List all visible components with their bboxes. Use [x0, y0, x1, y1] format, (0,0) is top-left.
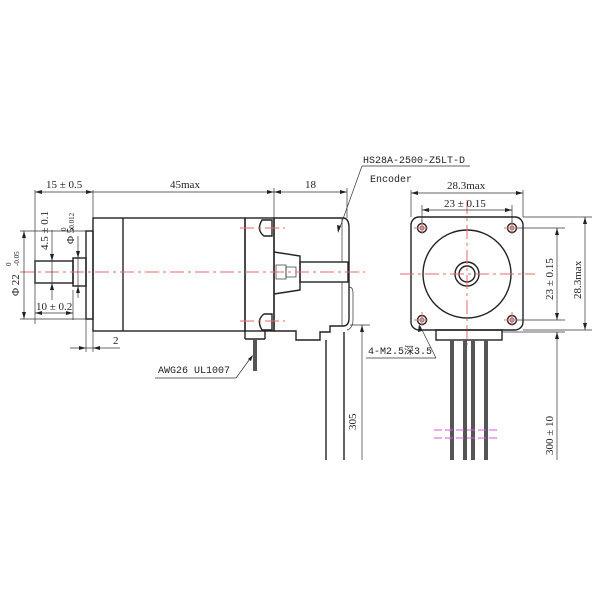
mount-hole-label: 4-M2.5深3.5: [368, 345, 432, 358]
end-lead-wires: [450, 340, 488, 460]
mount-hole-callout: 4-M2.5深3.5: [366, 324, 437, 359]
encoder-label: Encoder: [370, 174, 412, 186]
dim-pilot-height: 2: [70, 319, 120, 352]
end-view: 28.3max 23 ± 0.15 23 ± 0.15 28.3: [366, 180, 592, 460]
dim-body-length-label: 45max: [170, 179, 200, 191]
front-pilot: [85, 230, 94, 320]
motor-lead-wire: [253, 339, 257, 371]
dim-shaft-length-label: 15 ± 0.5: [46, 179, 83, 191]
dim-hole-spacing-horizontal: 23 ± 0.15: [421, 198, 513, 223]
dim-encoder-length: 18: [274, 179, 348, 218]
dim-pilot-diameter-label: Φ 22: [10, 274, 22, 296]
dim-body-length: 45max: [93, 179, 275, 218]
dim-overall-width: 28.3max: [410, 180, 524, 217]
dim-overall-width-label: 28.3max: [447, 180, 486, 192]
dim-lead-length-label: 300 ± 10: [544, 415, 556, 455]
encoder-housing: [273, 217, 354, 341]
svg-text:Φ 5: Φ 5: [65, 227, 77, 244]
dim-pilot-dia-tol-lower: -0.05: [13, 251, 21, 266]
dim-lead-length: 300 ± 10: [502, 331, 565, 460]
encoder-lead-wires: [325, 332, 345, 460]
lead-exit-block: [435, 329, 503, 341]
dim-pilot-height-label: 2: [113, 335, 119, 347]
dim-hole-spacing-vertical: 23 ± 0.15: [517, 227, 565, 321]
dim-flat-length: 10 ± 0.2: [35, 290, 74, 320]
dim-hole-spacing-vertical-label: 23 ± 0.15: [544, 258, 556, 300]
wire-spec-label: AWG26 UL1007: [158, 366, 230, 377]
dim-shaft-diameter: Φ 5 0 -0.012: [60, 212, 80, 298]
dim-flat-depth: 4.5 ± 0.1: [39, 211, 54, 300]
dim-encoder-lead-length-label: 305: [347, 413, 359, 430]
dim-shaft-dia-tol-lower: -0.012: [68, 212, 76, 231]
dim-hole-spacing-horizontal-label: 23 ± 0.15: [444, 198, 486, 210]
dim-shaft-dia-tol-upper: 0: [60, 227, 68, 231]
dim-pilot-diameter: Φ 22 0 -0.05: [5, 230, 86, 320]
dim-overall-height-label: 28.3max: [572, 260, 584, 299]
dim-pilot-dia-tol-upper: 0: [5, 262, 13, 266]
dim-encoder-lead-length: 305: [347, 324, 370, 460]
motor-body: [92, 217, 246, 332]
side-view: 15 ± 0.5 45max 18 4.5 ± 0.1: [5, 156, 470, 460]
dim-overall-height: 28.3max: [523, 216, 592, 331]
dim-encoder-length-label: 18: [305, 179, 317, 191]
dim-flat-length-label: 10 ± 0.2: [36, 301, 72, 313]
part-number-callout: HS28A-2500-Z5LT-D Encoder: [337, 156, 470, 233]
part-number-label: HS28A-2500-Z5LT-D: [363, 156, 465, 167]
dim-shaft-length: 15 ± 0.5: [34, 179, 94, 324]
wire-spec-callout: AWG26 UL1007: [155, 355, 253, 379]
dim-shaft-diameter-label: Φ 5: [65, 227, 77, 244]
dim-flat-depth-label: 4.5 ± 0.1: [39, 211, 51, 250]
